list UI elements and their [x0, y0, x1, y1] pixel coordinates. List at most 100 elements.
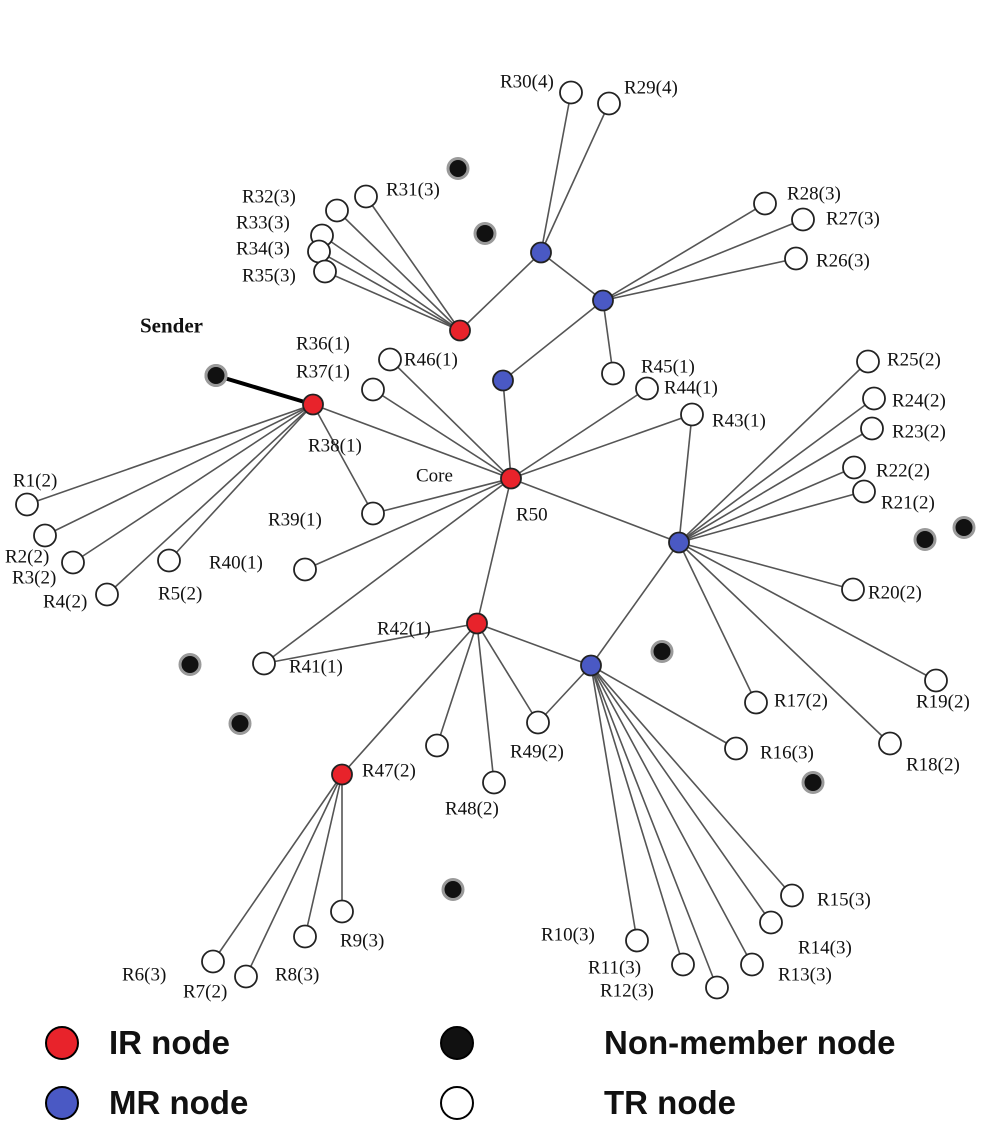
- nonmember-node-nm9: [441, 878, 465, 901]
- tr-node-r13: [740, 952, 764, 977]
- node-label-r22: R22(2): [876, 461, 930, 482]
- node-label-r4: R4(2): [43, 592, 87, 613]
- node-label-r33: R33(3): [236, 213, 290, 234]
- mr-node-swatch-icon: [45, 1086, 79, 1120]
- node-label-r13: R13(3): [778, 965, 832, 986]
- node-label-r20: R20(2): [868, 583, 922, 604]
- mr-node-mr30: [530, 241, 552, 264]
- ir-node-ir42: [466, 612, 488, 635]
- node-label-r23: R23(2): [892, 422, 946, 443]
- legend-label-ir: IR node: [109, 1024, 230, 1061]
- tr-node-r7: [234, 964, 258, 989]
- node-label-r39: R39(1): [268, 510, 322, 531]
- tr-node-r20: [841, 577, 865, 602]
- nonmember-node-nm4: [952, 516, 976, 539]
- edge-ir46-r35: [324, 270, 461, 332]
- edge-ir42-r49: [476, 623, 539, 723]
- edge-ir47-r7: [245, 774, 343, 977]
- nonmember-node-nm6: [228, 712, 252, 735]
- tr-node-r15: [780, 883, 804, 908]
- tr-node-r12: [705, 975, 729, 1000]
- node-label-r44: R44(1): [664, 378, 718, 399]
- tr-node-r3: [61, 550, 85, 575]
- node-label-r43: R43(1): [712, 411, 766, 432]
- edge-core-mr21: [510, 477, 680, 544]
- tr-node-r32: [325, 198, 349, 223]
- edge-ir46-r34: [318, 250, 461, 332]
- edge-mr49-r14: [590, 665, 772, 923]
- nonmember-node-nm8: [801, 771, 825, 794]
- edge-mr21-r18: [678, 541, 891, 745]
- nonmember-node-nm1: [446, 157, 470, 180]
- node-label-r41: R41(1): [289, 657, 343, 678]
- node-label-r27: R27(3): [826, 209, 880, 230]
- tr-node-r23: [860, 416, 884, 441]
- tr-node-r2: [33, 523, 57, 548]
- node-label-r1: R1(2): [13, 471, 57, 492]
- node-label-r29: R29(4): [624, 78, 678, 99]
- edge-mr49-r11: [590, 665, 684, 965]
- edge-mr26-r27: [602, 218, 804, 302]
- edge-ir42-r41: [263, 622, 478, 665]
- nonmember-node-nm5: [178, 653, 202, 676]
- edge-mr21-r24: [678, 397, 875, 544]
- legend-item-ir: IR node: [45, 1024, 230, 1062]
- tr-node-r45: [601, 361, 625, 386]
- edge-ir46-mr30: [459, 251, 542, 332]
- node-label-r36: R36(1): [296, 334, 350, 355]
- tr-node-swatch-icon: [440, 1086, 474, 1120]
- edge-mr30-r29: [540, 103, 610, 253]
- legend-item-nonmember: Non-member node: [440, 1024, 896, 1062]
- edge-mr21-r25: [678, 360, 869, 544]
- edge-mr21-r17: [678, 542, 757, 703]
- edge-ir47-r8: [304, 774, 343, 937]
- node-label-r42: R42(1): [377, 619, 431, 640]
- edge-ir47-r6: [212, 774, 343, 962]
- mr-node-mr46: [492, 369, 514, 392]
- tr-node-r8: [293, 924, 317, 949]
- node-label-r2: R2(2): [5, 547, 49, 568]
- node-label-r10: R10(3): [541, 925, 595, 946]
- edge-core-r39: [372, 477, 512, 515]
- edge-mr49-r49: [537, 664, 592, 724]
- tr-node-r24: [862, 386, 886, 411]
- node-label-r34: R34(3): [236, 239, 290, 260]
- node-label-r24: R24(2): [892, 391, 946, 412]
- edge-mr30-mr26: [540, 251, 604, 302]
- node-label-r46: R46(1): [404, 350, 458, 371]
- edge-mr49-r16: [590, 664, 737, 750]
- edge-core-r44: [510, 387, 648, 480]
- node-label-r30: R30(4): [500, 72, 554, 93]
- node-label-r5: R5(2): [158, 584, 202, 605]
- tr-node-r11: [671, 952, 695, 977]
- edge-core-r40: [304, 477, 512, 571]
- tr-node-r5: [157, 548, 181, 573]
- tr-node-r36: [378, 347, 402, 372]
- node-label-r18: R18(2): [906, 755, 960, 776]
- node-label-r45: R45(1): [641, 357, 695, 378]
- node-label-r25: R25(2): [887, 350, 941, 371]
- tr-node-r28: [753, 191, 777, 216]
- legend-item-mr: MR node: [45, 1084, 248, 1122]
- edge-mr21-mr49: [590, 542, 680, 666]
- edge-mr49-r15: [590, 664, 793, 897]
- mr-node-mr26: [592, 289, 614, 312]
- edge-mr49-r13: [590, 665, 753, 965]
- edge-core-r41: [263, 477, 512, 665]
- node-label-r14: R14(3): [798, 938, 852, 959]
- tr-node-r10: [625, 928, 649, 953]
- node-label-r11: R11(3): [588, 958, 641, 979]
- edge-mr49-r12: [590, 665, 718, 988]
- node-label-r32: R32(3): [242, 187, 296, 208]
- edge-ir38-r3: [72, 403, 314, 564]
- node-label-r37: R37(1): [296, 362, 350, 383]
- edge-ir38-r4: [106, 403, 314, 596]
- ir-node-ir38: [302, 393, 324, 416]
- labels-layer: Sender Core R50R47(2)R30(4)R29(4)R28(3)R…: [5, 72, 970, 1003]
- edge-core-ir42: [476, 478, 512, 624]
- edge-ir42-mr49: [476, 622, 592, 667]
- tr-node-r4: [95, 582, 119, 607]
- edge-ir46-r33: [321, 234, 461, 332]
- node-label-r19: R19(2): [916, 692, 970, 713]
- edge-mr21-r20: [678, 541, 854, 591]
